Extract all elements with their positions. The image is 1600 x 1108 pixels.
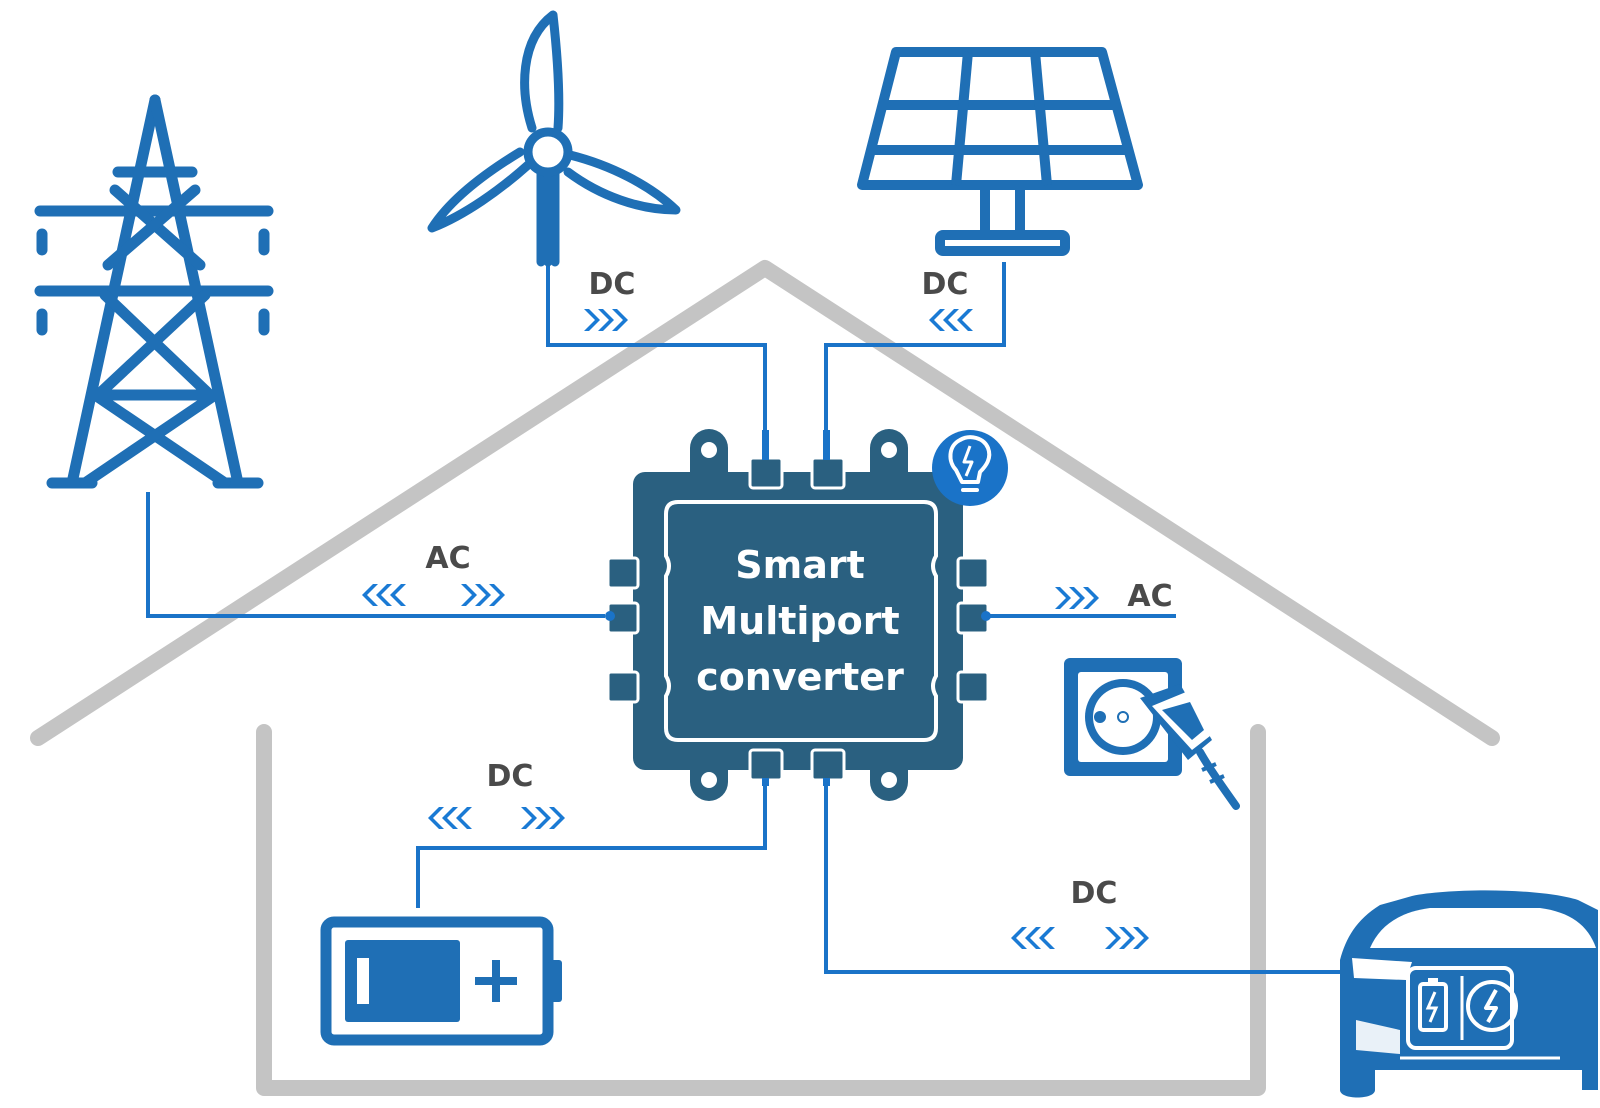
- wire-solar: [824, 262, 1006, 430]
- flow-ev: DC: [1011, 876, 1149, 949]
- flow-label-grid: AC: [425, 541, 470, 576]
- arrow-right-icon: [584, 309, 628, 331]
- wire-wind: [546, 262, 767, 430]
- flow-label-solar: DC: [922, 267, 969, 302]
- battery-plus-icon: [320, 916, 562, 1046]
- wire-ev: [824, 780, 1340, 974]
- power-outlet-plug-icon: [1064, 658, 1240, 810]
- converter-body: [633, 472, 963, 770]
- arrow-right-icon: [1105, 927, 1149, 949]
- flow-load: AC: [1055, 579, 1173, 614]
- wire-grid: [146, 492, 605, 618]
- wire-battery: [416, 780, 767, 908]
- flow-grid: AC: [362, 541, 505, 606]
- arrow-left-icon: [428, 807, 472, 829]
- flow-label-battery: DC: [487, 759, 534, 794]
- house-outline: [30, 260, 1500, 1096]
- power-tower-icon: [34, 94, 274, 489]
- house-walls: [256, 724, 1266, 1096]
- flow-label-ev: DC: [1071, 876, 1118, 911]
- converter-title-line1: Smart: [735, 543, 865, 587]
- wind-turbine-icon: [427, 10, 681, 267]
- converter-title-line3: converter: [696, 655, 904, 699]
- flow-solar: DC: [922, 267, 973, 331]
- arrow-left-icon: [1011, 927, 1055, 949]
- solar-panel-icon: [857, 47, 1143, 256]
- electric-car-icon: [1340, 890, 1598, 1098]
- house-roof: [30, 260, 1500, 746]
- arrow-right-icon: [1055, 587, 1099, 609]
- multiport-converter: Smart Multiport converter: [605, 429, 991, 801]
- arrow-left-icon: [362, 584, 406, 606]
- lightbulb-bolt-icon: [932, 430, 1008, 506]
- flow-label-wind: DC: [589, 267, 636, 302]
- wires: [146, 262, 1340, 974]
- arrow-right-icon: [521, 807, 565, 829]
- flow-battery: DC: [428, 759, 565, 829]
- flow-label-load: AC: [1127, 579, 1172, 614]
- arrow-right-icon: [461, 584, 505, 606]
- arrow-left-icon: [929, 309, 973, 331]
- converter-title-line2: Multiport: [700, 599, 899, 643]
- flow-wind: DC: [584, 267, 635, 331]
